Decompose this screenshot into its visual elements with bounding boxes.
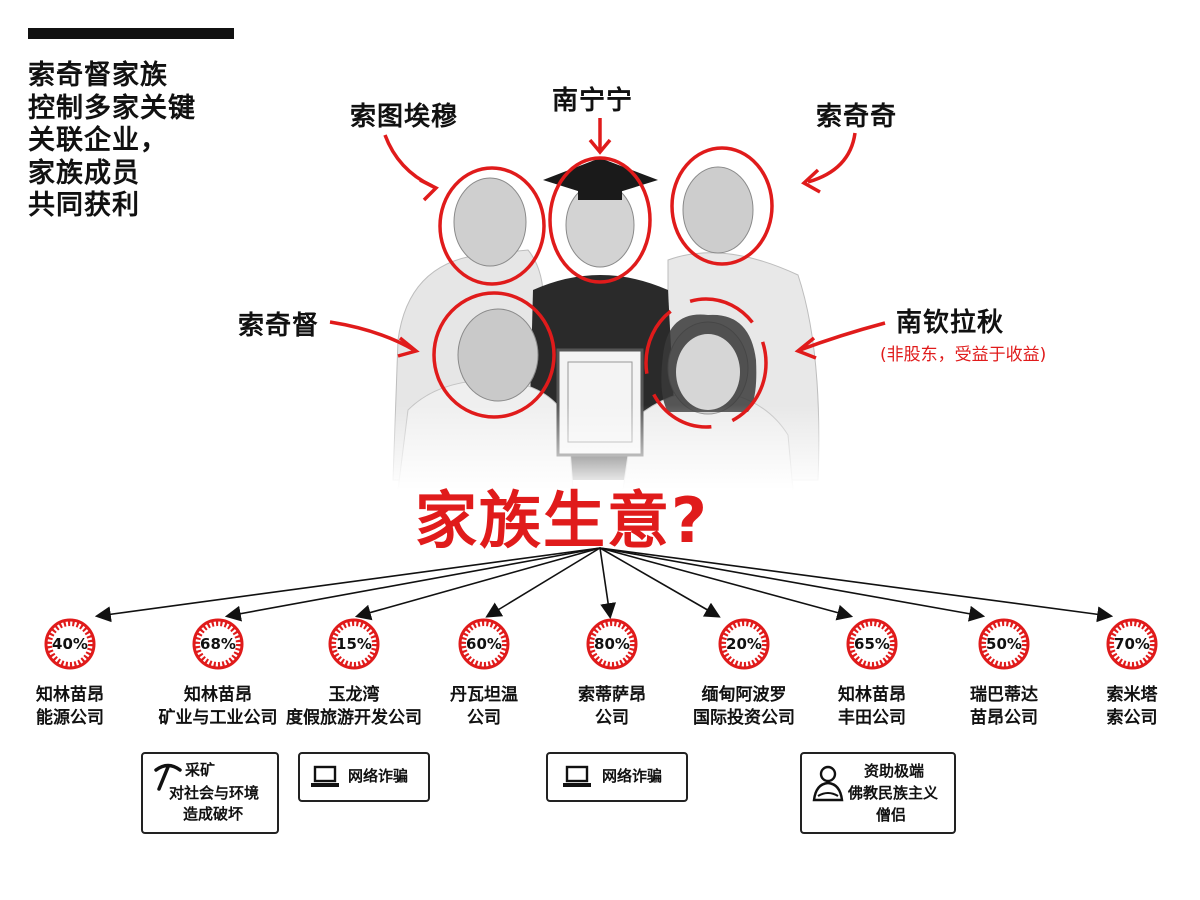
label-suoqiqi: 索奇奇 [816,102,898,132]
company-name: 知林苗昂能源公司 [36,685,104,728]
ownership-percent: 20% [726,635,762,653]
arrow-to-company [485,547,601,618]
label-suoqidu: 索奇督 [238,311,320,341]
ownership-percent: 60% [466,635,502,653]
circle-nanningning [548,156,652,284]
ownership-percent: 65% [854,635,890,653]
arrow-to-company [354,547,601,621]
circle-nanqinlaqiu [644,297,768,429]
intro-line: 关联企业， [28,125,168,156]
note-text: 网络诈骗 [348,767,409,785]
ownership-percent: 70% [1114,635,1150,653]
label-nanningning: 南宁宁 [552,86,634,116]
company-name: 缅甸阿波罗国际投资公司 [693,685,795,728]
note-line: 资助极端 [864,762,925,780]
label-nanqinlaqiu: 南钦拉秋 [896,308,1005,338]
note-online-fraud: 网络诈骗 [298,752,430,802]
pickaxe-icon [154,763,182,791]
note-mining: 采矿 对社会与环境 造成破坏 [141,752,279,834]
label-nanqinlaqiu-note: (非股东，受益于收益) [880,345,1047,365]
circle-suoqidu [432,291,556,419]
ownership-percent: 15% [336,635,372,653]
company-name: 索蒂萨昂公司 [578,685,646,728]
headline: 家族生意? [415,484,709,557]
label-sotuaimu: 索图埃穆 [350,102,459,132]
arrow-to-company [94,547,601,623]
note-line: 对社会与环境 [169,784,260,802]
arrow-to-company [599,547,854,621]
intro-line: 家族成员 [28,157,140,189]
circle-suoqiqi [670,146,774,266]
arrow-to-company [224,547,601,622]
intro-line: 共同获利 [28,190,140,221]
note-extremist-monks: 资助极端 佛教民族主义 僧侣 [800,752,956,834]
arrow-to-company [599,547,1114,623]
arrow-to-company [599,547,617,620]
arrow-suoqiqi [807,132,857,184]
ownership-percent: 50% [986,635,1022,653]
company-name: 知林苗昂丰田公司 [838,685,906,728]
intro-line: 索奇督家族 [28,60,168,91]
company-name: 瑞巴蒂达苗昂公司 [970,685,1038,728]
circle-sotuaimu [438,166,546,286]
ownership-percent: 40% [52,635,88,653]
top-bar [28,28,234,39]
intro-line: 控制多家关键 [28,92,196,124]
monk-icon [812,765,844,802]
family-photo [378,150,828,490]
ownership-percent: 80% [594,635,630,653]
note-text: 网络诈骗 [602,767,663,785]
arrow-to-company [599,547,721,618]
company-name: 知林苗昂矿业与工业公司 [158,685,278,728]
note-line: 佛教民族主义 [848,784,939,802]
intro-text: 索奇督家族 控制多家关键 关联企业， 家族成员 共同获利 [28,60,258,223]
laptop-icon [563,765,591,787]
company-name: 丹瓦坦温公司 [450,685,518,728]
company-name: 玉龙湾度假旅游开发公司 [286,685,422,728]
note-line: 采矿 [185,761,216,779]
note-online-fraud: 网络诈骗 [546,752,688,802]
ownership-percent: 68% [200,635,236,653]
arrow-to-company [599,547,986,622]
laptop-icon [311,765,339,787]
arrow-nanqinlaqiu [799,321,886,352]
company-name: 索米塔索公司 [1106,685,1158,728]
arrow-suoqidu [329,320,415,352]
note-line: 僧侣 [876,806,907,824]
note-line: 造成破坏 [183,805,244,823]
